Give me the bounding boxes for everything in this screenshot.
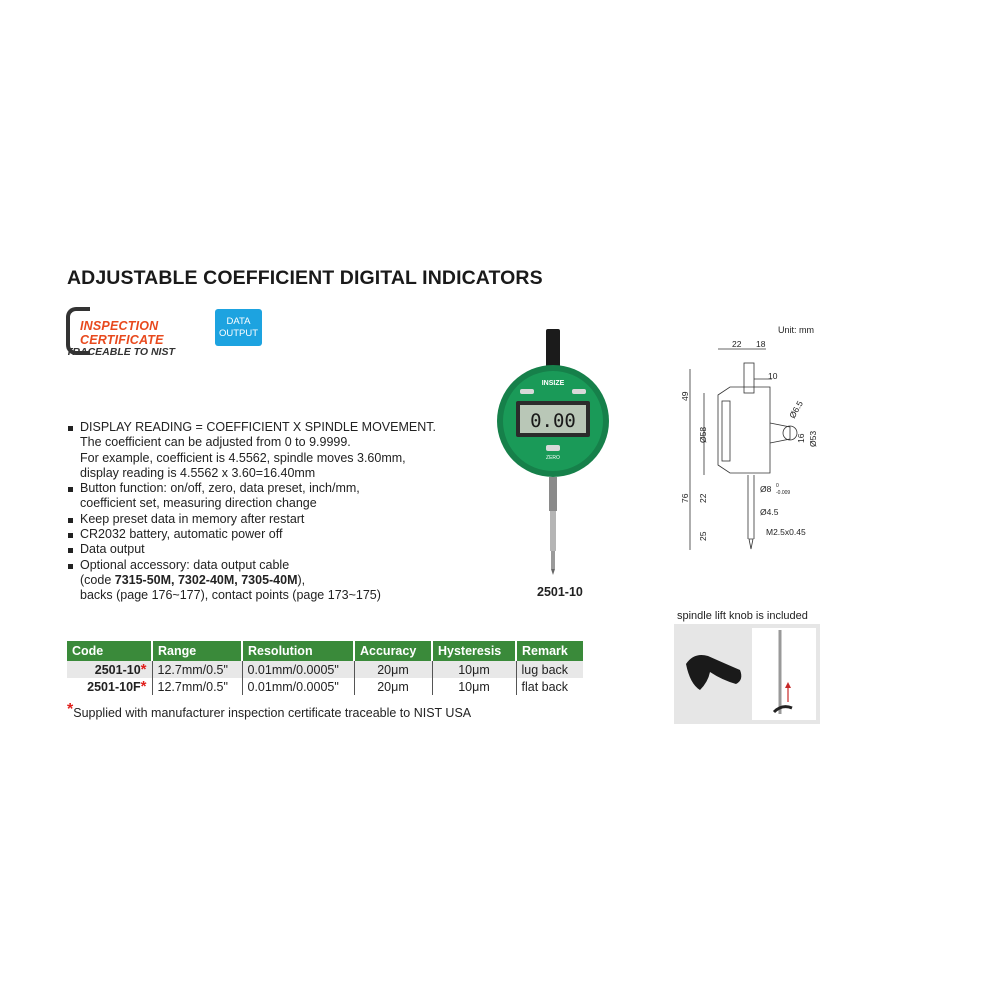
certificate-bracket-icon: [66, 307, 90, 355]
dim-8: Ø8: [760, 484, 772, 494]
dim-16: 16: [796, 433, 806, 443]
feature-item: The coefficient can be adjusted from 0 t…: [80, 435, 351, 450]
col-accuracy: Accuracy: [353, 641, 432, 661]
footnote-text: Supplied with manufacturer inspection ce…: [73, 706, 472, 720]
col-range: Range: [151, 641, 242, 661]
dim-58: Ø58: [698, 427, 708, 443]
product-label: 2501-10: [537, 585, 583, 599]
spindle-lift-knob-image: [674, 624, 820, 724]
zero-button-icon: [546, 445, 560, 451]
dim-8-tol-lower: -0.009: [776, 490, 790, 496]
cell-resolution: 0.01mm/0.0005": [241, 661, 354, 678]
cell-resolution: 0.01mm/0.0005": [241, 678, 354, 695]
feature-item: coefficient set, measuring direction cha…: [80, 496, 317, 511]
dim-76: 76: [680, 493, 690, 503]
cell-remark: lug back: [515, 661, 583, 678]
table-row: 2501-10F* 12.7mm/0.5" 0.01mm/0.0005" 20μ…: [67, 678, 583, 695]
col-code: Code: [67, 641, 152, 661]
cell-hysteresis: 10μm: [431, 661, 516, 678]
feature-item: For example, coefficient is 4.5562, spin…: [80, 450, 406, 465]
brand-label: INSIZE: [542, 380, 565, 387]
accessory-codes: 7315-50M, 7302-40M, 7305-40M: [114, 572, 298, 587]
k-button-icon: [572, 389, 586, 394]
dim-22: 22: [732, 339, 742, 349]
cell-accuracy: 20μm: [353, 661, 432, 678]
unit-button-icon: [520, 389, 534, 394]
certificate-line2: CERTIFICATE: [80, 333, 164, 347]
page-title: ADJUSTABLE COEFFICIENT DIGITAL INDICATOR…: [67, 267, 543, 289]
cell-hysteresis: 10μm: [431, 678, 516, 695]
feature-item: DISPLAY READING = COEFFICIENT X SPINDLE …: [67, 420, 507, 435]
badge-line1: DATA: [226, 315, 251, 327]
certificate-line3: TRACEABLE TO NIST: [66, 346, 175, 358]
dim-53: Ø53: [808, 431, 818, 447]
digital-indicator-image: INSIZE 0.00 ZERO: [497, 329, 609, 575]
feature-item: display reading is 4.5562 x 3.60=16.40mm: [80, 465, 316, 480]
cell-range: 12.7mm/0.5": [151, 661, 242, 678]
cell-code: 2501-10F*: [67, 678, 152, 695]
footnote: *Supplied with manufacturer inspection c…: [67, 702, 472, 721]
dim-8-tol-upper: 0: [776, 483, 779, 489]
dim-thread: M2.5x0.45: [766, 527, 806, 537]
feature-item: Optional accessory: data output cable: [67, 558, 507, 573]
cell-code: 2501-10*: [67, 661, 152, 678]
feature-item-accessory-codes: (code 7315-50M, 7302-40M, 7305-40M),: [67, 573, 507, 588]
technical-drawing: 22 18 10 49 Ø58 Ø6.5 Ø53 16 76 22 Ø8 0 -…: [680, 339, 818, 550]
col-hysteresis: Hysteresis: [431, 641, 516, 661]
cell-remark: flat back: [515, 678, 583, 695]
codes-prefix: (code: [80, 572, 115, 587]
codes-suffix: ),: [297, 572, 306, 587]
spec-table: Code Range Resolution Accuracy Hysteresi…: [67, 641, 583, 695]
feature-list: DISPLAY READING = COEFFICIENT X SPINDLE …: [67, 420, 507, 604]
dim-18: 18: [756, 339, 766, 349]
display-reading: 0.00: [530, 410, 576, 432]
dim-22-lower: 22: [698, 493, 708, 503]
cell-range: 12.7mm/0.5": [151, 678, 242, 695]
inspection-certificate-logo: INSPECTION CERTIFICATE TRACEABLE TO NIST: [66, 307, 196, 359]
dim-4-5: Ø4.5: [760, 507, 779, 517]
certificate-line1: INSPECTION: [80, 319, 159, 333]
col-resolution: Resolution: [241, 641, 354, 661]
feature-item: Keep preset data in memory after restart: [67, 512, 507, 527]
dim-6-5: Ø6.5: [787, 399, 805, 420]
zero-label: ZERO: [546, 455, 560, 461]
col-remark: Remark: [515, 641, 583, 661]
table-header-row: Code Range Resolution Accuracy Hysteresi…: [67, 641, 583, 661]
table-row: 2501-10* 12.7mm/0.5" 0.01mm/0.0005" 20μm…: [67, 661, 583, 678]
data-output-badge: DATA OUTPUT: [215, 309, 262, 346]
feature-item: backs (page 176~177), contact points (pa…: [80, 588, 381, 603]
footnote-star: *: [67, 701, 74, 718]
badge-line2: OUTPUT: [218, 327, 259, 339]
dim-49: 49: [680, 391, 690, 401]
spindle-lift-caption: spindle lift knob is included: [677, 610, 808, 622]
dim-10: 10: [768, 371, 778, 381]
cell-accuracy: 20μm: [353, 678, 432, 695]
unit-label: Unit: mm: [778, 325, 814, 335]
feature-item: Data output: [67, 542, 507, 557]
feature-item: Button function: on/off, zero, data pres…: [67, 481, 507, 496]
dim-25: 25: [698, 531, 708, 541]
feature-item: CR2032 battery, automatic power off: [67, 527, 507, 542]
